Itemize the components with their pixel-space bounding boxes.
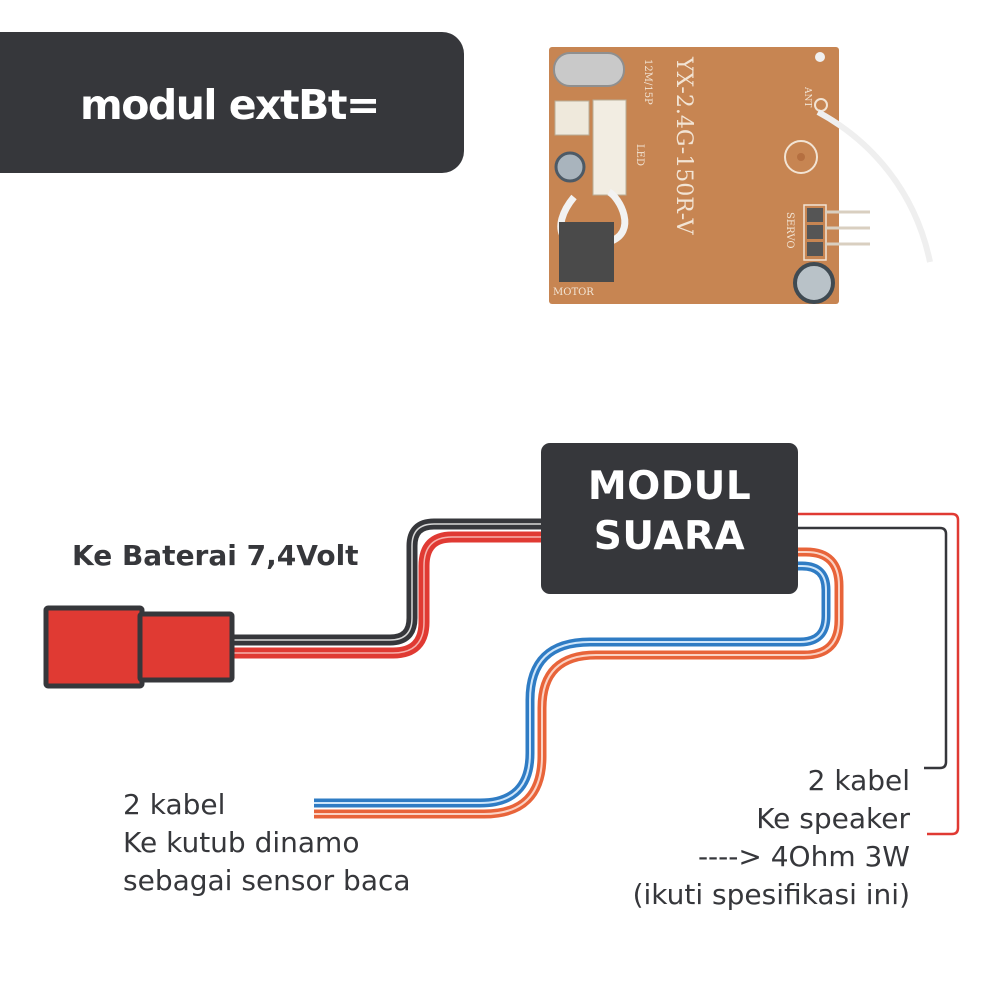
receiver-board-image: YX-2.4G-150R-V 12M/15P LED MOTOR ANT SER… — [549, 47, 839, 304]
motor-label: MOTOR — [553, 287, 594, 298]
dinamo-label: 2 kabel Ke kutub dinamo sebagai sensor b… — [123, 786, 411, 900]
speaker-label-line1: 2 kabel — [807, 764, 910, 797]
battery-label: Ke Baterai 7,4Volt — [72, 539, 359, 572]
battery-connector-icon — [43, 605, 235, 689]
speaker-wire-black — [798, 526, 948, 770]
capacitor-icon — [793, 262, 835, 304]
hole-icon — [815, 52, 825, 62]
dinamo-wire-blue-highlight — [314, 565, 827, 804]
speaker-wire-red — [798, 512, 960, 836]
dinamo-cable — [314, 547, 844, 819]
dinamo-label-line3: sebagai sensor baca — [123, 864, 411, 897]
antenna-wire — [816, 109, 933, 263]
speaker-label-line3: ----> 4Ohm 3W — [697, 840, 910, 873]
dinamo-label-line2: Ke kutub dinamo — [123, 826, 360, 859]
sound-module-box — [541, 443, 798, 594]
servo-outline-icon — [803, 204, 827, 261]
chip-icon — [559, 222, 614, 282]
led-connector-icon — [592, 99, 627, 196]
page-title: modul extBt= — [80, 81, 380, 129]
speaker-label-line2: Ke speaker — [756, 802, 910, 835]
speaker-cable — [798, 512, 960, 836]
title-banner — [0, 32, 464, 173]
battery-cable — [232, 518, 545, 659]
mount-ring-icon — [784, 140, 818, 174]
battery-wire-red-highlight — [232, 536, 545, 654]
dinamo-label-line1: 2 kabel — [123, 788, 226, 821]
sound-module-label: MODUL SUARA — [541, 462, 798, 562]
capacitor-icon — [554, 151, 586, 183]
sound-module-line2: SUARA — [593, 514, 746, 559]
connector-icon — [554, 100, 590, 136]
dinamo-wire-orange-highlight — [314, 551, 840, 815]
servo-pin-icon — [807, 208, 823, 222]
sound-module-line1: MODUL — [587, 464, 752, 509]
servo-pin-icon — [807, 225, 823, 239]
receiver-board-drawing — [553, 52, 835, 304]
speaker-label-line4: (ikuti spesifikasi ini) — [632, 878, 910, 911]
servo-pin-icon — [807, 242, 823, 256]
speaker-label: 2 kabel Ke speaker ----> 4Ohm 3W (ikuti … — [560, 762, 910, 914]
battery-wire-black-highlight — [232, 523, 545, 641]
crystal-icon — [553, 52, 625, 87]
mount-hole-icon — [797, 153, 805, 161]
